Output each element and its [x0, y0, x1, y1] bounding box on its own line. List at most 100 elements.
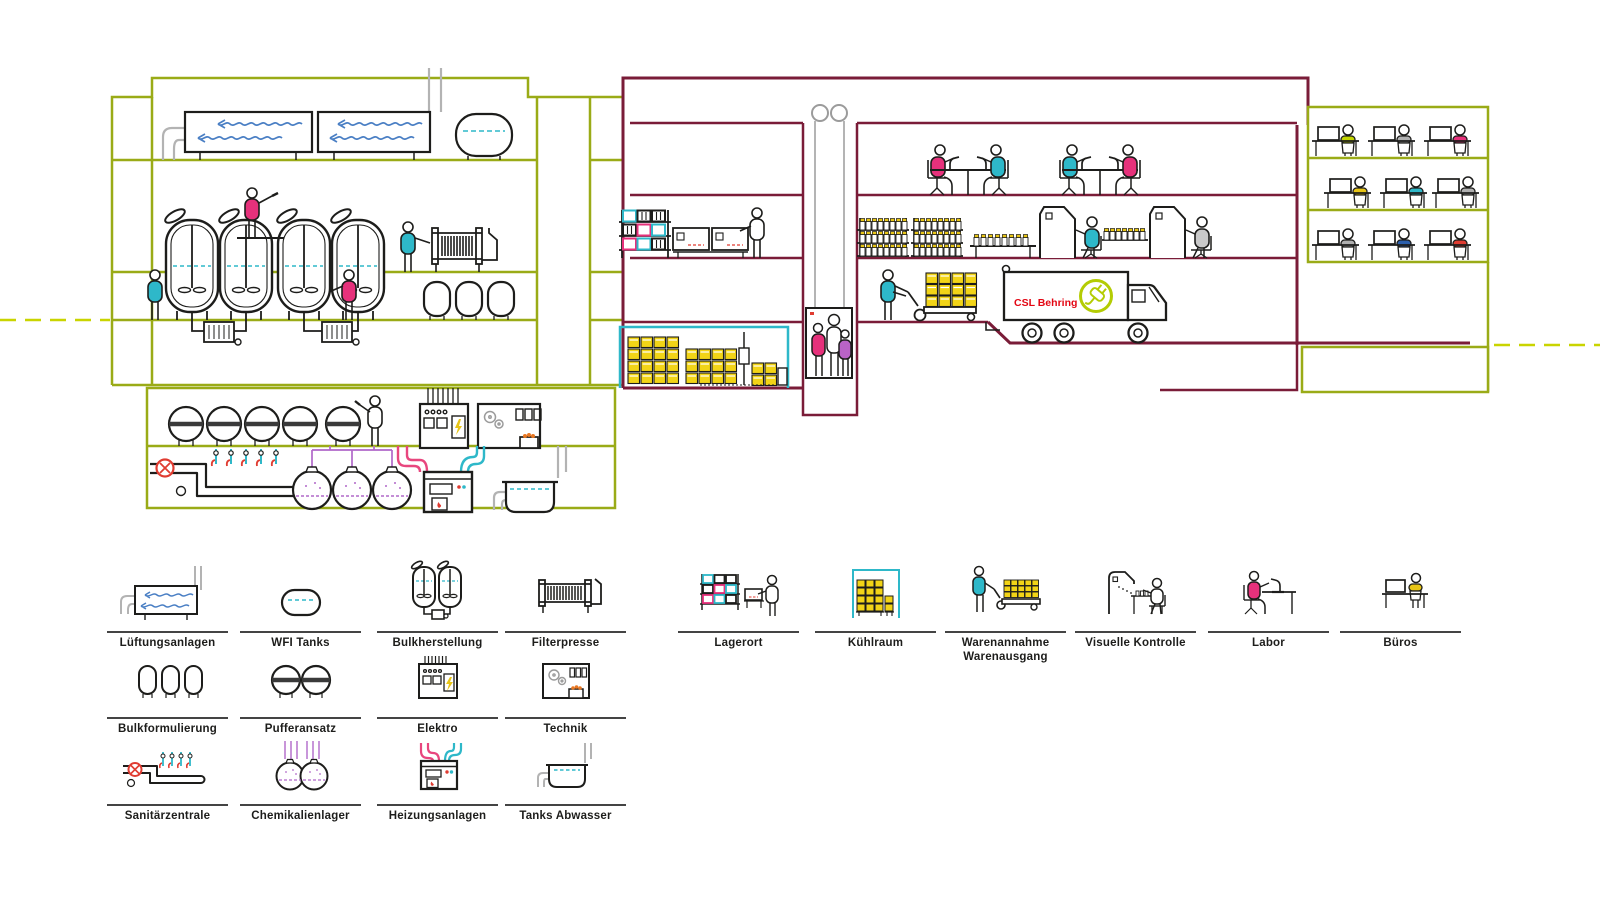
legend-divider [377, 804, 498, 806]
facility-cross-section: CSL Behring [0, 68, 1600, 514]
legend-item-tanks-abwasser: Tanks Abwasser [503, 739, 628, 824]
technical-icon [542, 663, 590, 699]
tank-filter-unit [203, 321, 242, 346]
waste-water-tank [492, 446, 568, 514]
gears-icon [483, 410, 504, 429]
legend-item-visuelle-kontrolle: Visuelle Kontrolle [1073, 558, 1198, 651]
legend-divider [107, 717, 228, 719]
legend-label: Visuelle Kontrolle [1085, 637, 1186, 649]
legend-item-lueftungsanlagen: Lüftungsanlagen [105, 558, 230, 651]
flame-icon [437, 502, 442, 508]
storage-icon [700, 574, 779, 616]
buffer-preparation-tanks [167, 405, 362, 446]
chemical-storage [291, 446, 413, 511]
legend-divider [505, 631, 626, 633]
worker-pink [328, 269, 357, 321]
legend-item-pufferansatz: Pufferansatz [238, 652, 363, 737]
legend-label: Pufferansatz [264, 723, 337, 735]
pallet-boxes [925, 272, 978, 308]
water-taps [210, 449, 279, 467]
bulk-production-icon [410, 560, 462, 620]
wfi-tank-icon [280, 588, 322, 617]
legend-divider [1208, 631, 1329, 633]
visual-inspection-icon [1108, 571, 1166, 615]
legend-item-lagerort: Lagerort [676, 558, 801, 651]
operator-on-platform [237, 187, 284, 239]
lab-desk-group [927, 144, 1009, 196]
cleanroom-worker [147, 269, 163, 321]
legend-divider [815, 631, 936, 633]
bulk-formulation-icon [138, 665, 203, 698]
truck-wheels [1021, 322, 1149, 344]
cold-room-icon [852, 569, 900, 618]
storage-boxes [622, 209, 666, 251]
vial-conveyor [970, 234, 1036, 258]
office-workstation [1432, 176, 1479, 208]
legend-divider [678, 631, 799, 633]
vial-rack [857, 218, 909, 257]
legend-item-bueros: Büros [1338, 558, 1463, 651]
wfi-tank [454, 112, 514, 160]
office-building [1300, 105, 1490, 394]
legend-divider [945, 631, 1066, 633]
office-workstation [1368, 228, 1415, 260]
cold-storage-stacks [627, 336, 738, 385]
legend-item-kuehlraum: Kühlraum [813, 558, 938, 651]
legend-label: Heizungsanlagen [388, 810, 487, 822]
filter-press-icon [538, 578, 602, 613]
offices-icon [1382, 572, 1428, 608]
office-workstation [1368, 124, 1415, 156]
legend-divider [505, 717, 626, 719]
electrical-panel [418, 388, 470, 450]
bulk-tank [276, 208, 332, 320]
bulk-tank [164, 208, 220, 320]
pallet-jack [907, 291, 977, 322]
bulk-formulation-tanks [422, 280, 516, 320]
elevator [805, 104, 853, 379]
office-workstation [1324, 176, 1371, 208]
lightning-bolt-icon [455, 419, 462, 435]
legend-item-labor: Labor [1206, 558, 1331, 651]
legend-item-elektro: Elektro [375, 652, 500, 737]
packing-cartons [672, 227, 749, 258]
bulk-production-tanks [164, 208, 386, 346]
heating-plant [396, 446, 486, 514]
chemical-storage-icon [275, 741, 329, 791]
office-workstation [1424, 228, 1471, 260]
storage-area [619, 207, 765, 259]
inspection-machine [1039, 206, 1076, 258]
legend-item-warenannahme: Warenannahme Warenausgang [943, 558, 1068, 664]
laboratory-floor [927, 144, 1141, 196]
legend-item-sanitaerzentrale: Sanitärzentrale [105, 739, 230, 824]
legend-label: WFI Tanks [271, 637, 330, 649]
legend-divider [1340, 631, 1461, 633]
basement-technician [354, 395, 383, 447]
legend-divider [377, 631, 498, 633]
legend-label: Lagerort [714, 637, 763, 649]
legend-divider [1075, 631, 1196, 633]
technical-room [476, 402, 542, 450]
legend-divider [107, 804, 228, 806]
goods-receiving-icon [972, 565, 1041, 612]
legend-label: Elektro [417, 723, 458, 735]
heating-plant-icon [419, 743, 463, 791]
bulk-tank [330, 208, 386, 320]
legend-item-wfi-tanks: WFI Tanks [238, 558, 363, 651]
legend-label: Sanitärzentrale [124, 810, 211, 822]
pallet-worker [880, 269, 909, 321]
office-workstation [1380, 176, 1427, 208]
laboratory-icon [1243, 570, 1296, 615]
bulk-tank [218, 208, 274, 320]
legend-label: Tanks Abwasser [519, 810, 612, 822]
loading-dock-step [985, 322, 1000, 331]
legend-label: Bulkformulierung [117, 723, 218, 735]
legend-label: Warenannahme [961, 637, 1050, 649]
legend-divider [240, 717, 361, 719]
cold-room [618, 325, 790, 388]
ventilation-icon [120, 566, 202, 620]
electric-plug-logo [1079, 279, 1113, 313]
legend-label: Kühlraum [847, 637, 904, 649]
microscope-icon [949, 156, 960, 170]
legend-label: Büros [1383, 637, 1418, 649]
